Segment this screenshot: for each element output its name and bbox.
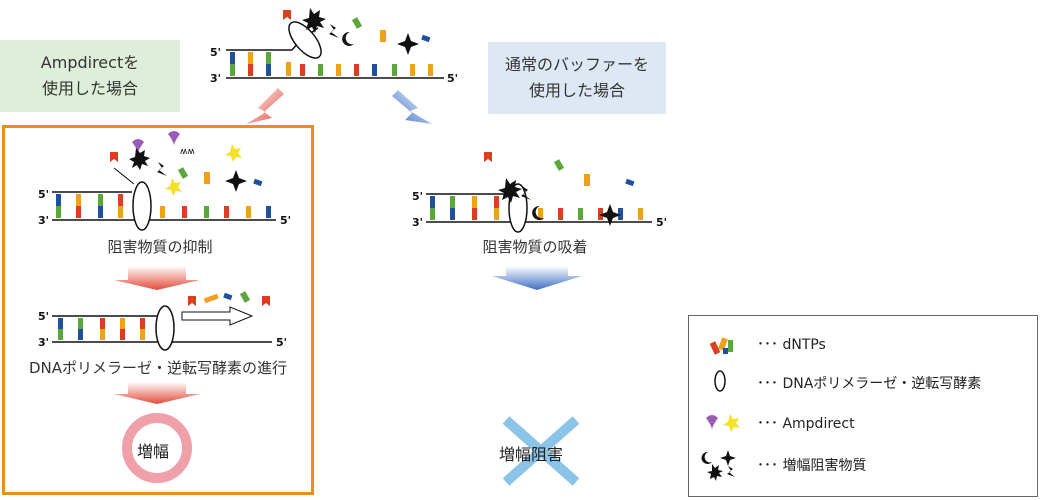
arrow-to-ampdirect	[246, 88, 284, 124]
ampdirect-box-line1: Ampdirectを	[40, 53, 140, 72]
legend-inhibitor: ･･･ 増幅阻害物質	[757, 458, 867, 474]
top-five-prime-right: 5'	[447, 72, 458, 85]
arrow-down-right	[492, 266, 582, 290]
arrow-down-2	[114, 382, 200, 404]
legend-polymerase: ･･･ DNAポリメラーゼ・逆転写酵素	[757, 376, 982, 392]
ampdirect-condition-box: Ampdirectを 使用した場合	[0, 40, 180, 112]
top-five-prime-left: 5'	[210, 46, 221, 59]
inhibition-suppressed-label: 阻害物質の抑制	[107, 238, 213, 256]
arrow-to-normal-buffer	[392, 90, 432, 124]
left-three-prime: 3'	[38, 214, 49, 227]
blocked-cross	[502, 416, 580, 486]
normal-buffer-condition-box: 通常のバッファーを 使用した場合	[488, 42, 666, 114]
ampdirect-box-line2: 使用した場合	[41, 79, 138, 98]
inhibition-adsorbed-label: 阻害物質の吸着	[482, 238, 588, 256]
right-dna-adsorbed: 5' 3' 5'	[412, 152, 667, 233]
right-five-prime: 5'	[412, 190, 423, 203]
progress-five-prime-right: 5'	[276, 336, 287, 349]
svg-text:ʍʍ: ʍʍ	[180, 147, 195, 157]
legend-icons	[701, 337, 740, 481]
legend-dntps: ･･･ dNTPs	[757, 337, 826, 353]
left-five-prime-right: 5'	[280, 214, 291, 227]
normal-box-line2: 使用した場合	[528, 81, 625, 100]
amplification-blocked-label: 増幅阻害	[499, 445, 564, 464]
progress-three-prime: 3'	[38, 336, 49, 349]
top-three-prime-left: 3'	[210, 72, 221, 85]
legend-box: ･･･ dNTPs ･･･ DNAポリメラーゼ・逆転写酵素 ･･･ Ampdir…	[688, 315, 1038, 497]
polymerase-progress-label: DNAポリメラーゼ・逆転写酵素の進行	[28, 359, 288, 377]
ampdirect-pathway-frame	[2, 125, 314, 495]
amplification-label: 増幅	[137, 442, 170, 461]
left-dna-suppression: 5' 3' 5' ʍʍ	[38, 131, 291, 231]
top-dna-duplex	[226, 21, 444, 79]
normal-box-line1: 通常のバッファーを	[504, 55, 649, 74]
left-dna-progress: 5' 3' 5'	[38, 291, 287, 351]
amplification-ring	[122, 413, 192, 483]
arrow-down-1	[114, 266, 200, 290]
top-free-molecules: 5' 3' 5'	[210, 8, 458, 85]
left-five-prime: 5'	[38, 188, 49, 201]
right-three-prime: 3'	[412, 216, 423, 229]
legend-ampdirect: ･･･ Ampdirect	[757, 416, 855, 432]
progress-five-prime: 5'	[38, 310, 49, 323]
right-five-prime-right: 5'	[656, 216, 667, 229]
